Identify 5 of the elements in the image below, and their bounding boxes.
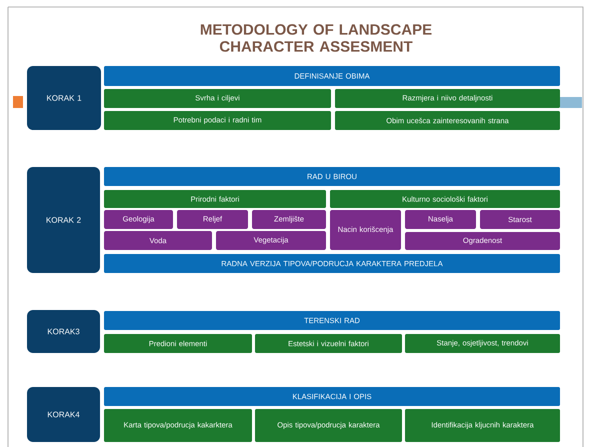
step-box: KORAK 2: [27, 167, 100, 273]
step-box: KORAK 1: [27, 66, 101, 130]
step-box: KORAK3: [27, 310, 100, 353]
title: METODOLOGY OF LANDSCAPE CHARACTER ASSESMENT: [200, 24, 432, 52]
step-box: KORAK4: [27, 387, 100, 442]
